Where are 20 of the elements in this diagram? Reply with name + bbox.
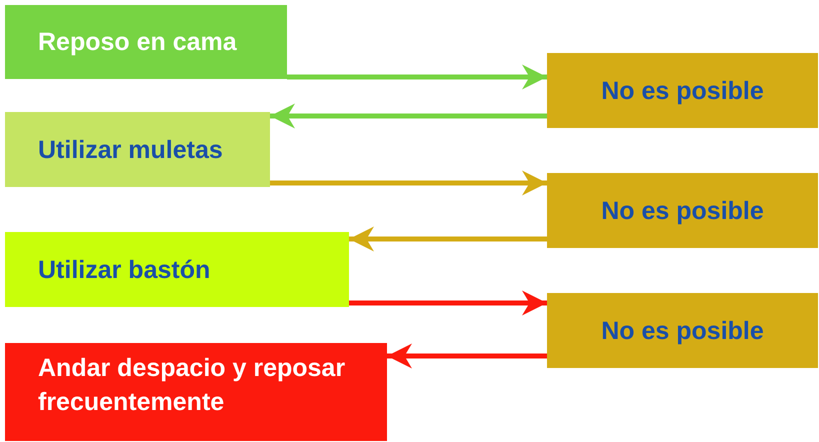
step-box xyxy=(547,53,818,128)
step-text: Reposo en cama xyxy=(38,27,238,58)
arrow xyxy=(387,344,547,368)
arrow xyxy=(349,226,547,252)
arrow xyxy=(270,104,547,128)
arrow xyxy=(349,290,547,316)
step-text: No es posible xyxy=(601,196,764,226)
arrow xyxy=(287,64,547,90)
step-box xyxy=(5,232,349,307)
step-text: No es posible xyxy=(601,76,764,106)
step-text: Andar despacio y reposar frecuentemente xyxy=(38,353,346,418)
step-box xyxy=(5,343,387,441)
step-text: Utilizar bastón xyxy=(38,254,212,286)
step-text: Utilizar muletas xyxy=(38,134,224,166)
step-box xyxy=(547,293,818,368)
step-box xyxy=(5,112,270,187)
step-text: No es posible xyxy=(601,316,764,346)
step-box xyxy=(547,173,818,248)
step-box xyxy=(5,5,287,79)
arrow xyxy=(270,170,547,196)
